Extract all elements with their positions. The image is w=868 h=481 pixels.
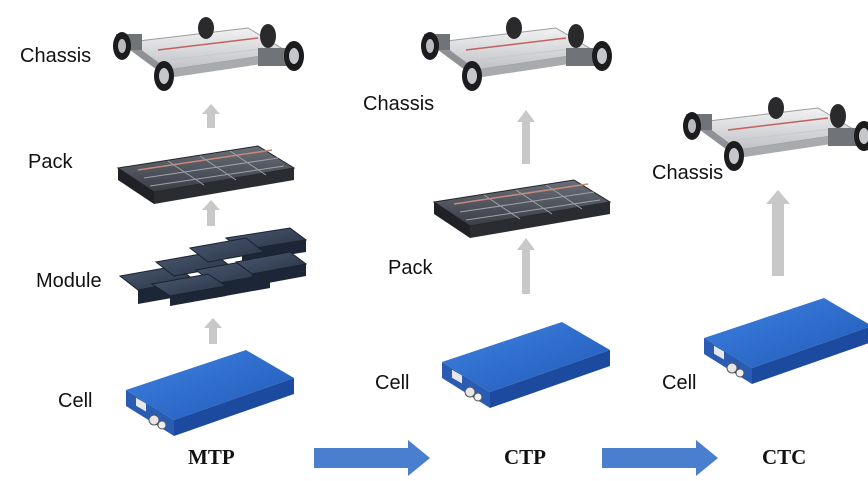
- ctc-cell-image: [703, 297, 868, 385]
- right-arrow-icon: [314, 440, 430, 476]
- ctc-chassis-label: Chassis: [652, 162, 724, 184]
- mtp-cell-image: [125, 349, 295, 437]
- ctp-chassis-image: [420, 16, 613, 92]
- ctp-pack-image: [433, 179, 611, 239]
- up-arrow-icon: [517, 110, 535, 164]
- ctc-chassis-image: [682, 96, 868, 172]
- up-arrow-icon: [204, 318, 222, 344]
- up-arrow-icon: [766, 190, 790, 276]
- mtp-pack-image: [117, 145, 295, 205]
- mtp-module-image: [118, 227, 308, 306]
- ctp-cell-label: Cell: [375, 372, 410, 394]
- ctp-cell-image: [441, 321, 611, 409]
- ctc-title: CTC: [762, 445, 807, 469]
- mtp-module-label: Module: [36, 270, 102, 292]
- right-arrow-icon: [602, 440, 718, 476]
- mtp-pack-label: Pack: [28, 151, 73, 173]
- up-arrow-icon: [202, 200, 220, 226]
- mtp-chassis-image: [112, 16, 305, 92]
- ctp-chassis-label: Chassis: [363, 93, 435, 115]
- up-arrow-icon: [517, 238, 535, 294]
- ctp-pack-label: Pack: [388, 257, 433, 279]
- ctc-cell-label: Cell: [662, 372, 697, 394]
- mtp-cell-label: Cell: [58, 390, 93, 412]
- mtp-title: MTP: [188, 445, 235, 469]
- mtp-chassis-label: Chassis: [20, 45, 92, 67]
- ctp-title: CTP: [504, 445, 546, 469]
- up-arrow-icon: [202, 104, 220, 128]
